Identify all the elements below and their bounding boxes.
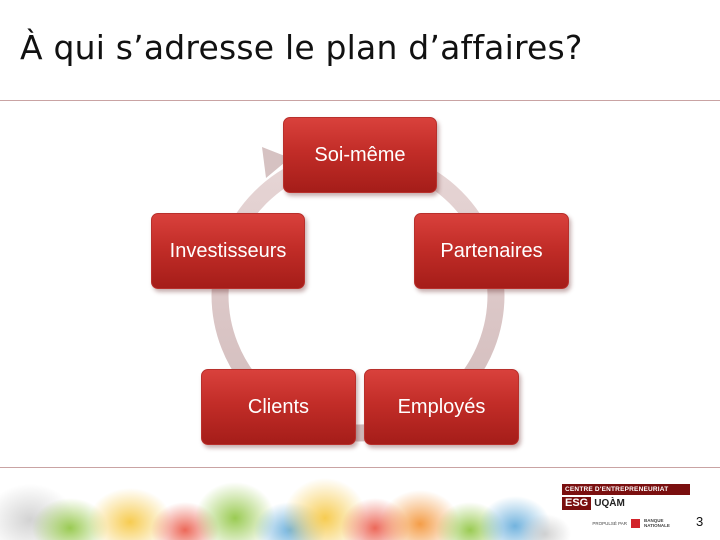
node-label: Partenaires	[440, 239, 543, 262]
node-investisseurs: Investisseurs	[151, 213, 305, 289]
logo-uqam: UQÀM	[594, 498, 625, 509]
page-number: 3	[696, 514, 704, 529]
slide-title: À qui s’adresse le plan d’affaires?	[20, 28, 583, 67]
node-soi-meme: Soi-même	[283, 117, 437, 193]
footer-divider	[0, 467, 720, 468]
node-label: Investisseurs	[169, 239, 287, 262]
node-clients: Clients	[201, 369, 356, 445]
esg-uqam-logo: CENTRE D'ENTREPRENEURIAT ESG UQÀM PROPUL…	[562, 484, 690, 528]
cycle-arrowhead	[262, 147, 290, 178]
footer-decoration	[0, 478, 571, 540]
node-label: Employés	[397, 395, 486, 418]
bank-logo-icon	[631, 518, 640, 528]
node-employes: Employés	[364, 369, 519, 445]
node-label: Clients	[247, 395, 310, 418]
node-partenaires: Partenaires	[414, 213, 569, 289]
title-divider	[0, 100, 720, 101]
logo-bank-name: BANQUE NATIONALE	[644, 518, 670, 528]
cycle-ring	[211, 147, 505, 442]
node-label: Soi-même	[314, 143, 406, 166]
logo-esg: ESG	[562, 497, 592, 510]
logo-centre-label: CENTRE D'ENTREPRENEURIAT	[562, 484, 690, 495]
logo-partner-prefix: PROPULSÉ PAR	[592, 520, 627, 526]
